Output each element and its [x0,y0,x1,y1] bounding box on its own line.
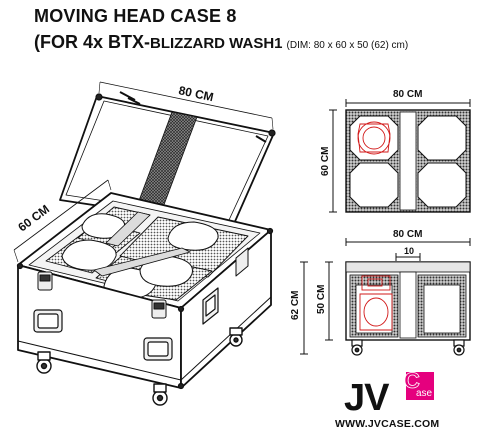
case-handles [33,287,219,361]
perspective-depth-label: 60 CM [15,202,52,234]
page-title: MOVING HEAD CASE 8 [34,6,237,26]
front-view-total-height-label: 62 CM [290,291,301,320]
case-wheels [36,327,243,406]
top-view-width-label: 80 CM [393,89,422,100]
case-latches [37,247,249,319]
logo-text: JV [344,377,390,419]
fixture-outline-red [357,121,391,155]
front-view-body-height-label: 50 CM [316,285,327,314]
front-fixture-outline-red [359,275,393,331]
top-view-depth-label: 60 CM [320,147,331,176]
center-divider [93,247,191,277]
logo-badge [406,372,434,400]
page-subtitle: (FOR 4x BTX-BLIZZARD WASH1(DIM: 80 x 60 … [34,32,408,53]
logo-badge-letter: C [404,368,420,393]
top-view [329,99,471,213]
perspective-width-label: 80 CM [177,83,214,104]
front-view-divider-label: 10 [404,246,414,256]
front-view-wheels [351,339,465,356]
subtitle-prefix: (FOR 4x BTX- [34,32,151,52]
perspective-view [13,81,276,406]
front-view-width-label: 80 CM [393,229,422,240]
subtitle-model: BLIZZARD WASH1 [150,35,283,52]
website-url[interactable]: WWW.JVCASE.COM [335,418,440,430]
front-view [300,238,471,356]
foam-cups [61,213,219,299]
jvcase-logo: JV C ase [344,368,434,419]
logo-badge-text: ase [416,388,433,399]
subtitle-dimensions: (DIM: 80 x 60 x 50 (62) cm) [286,40,409,51]
